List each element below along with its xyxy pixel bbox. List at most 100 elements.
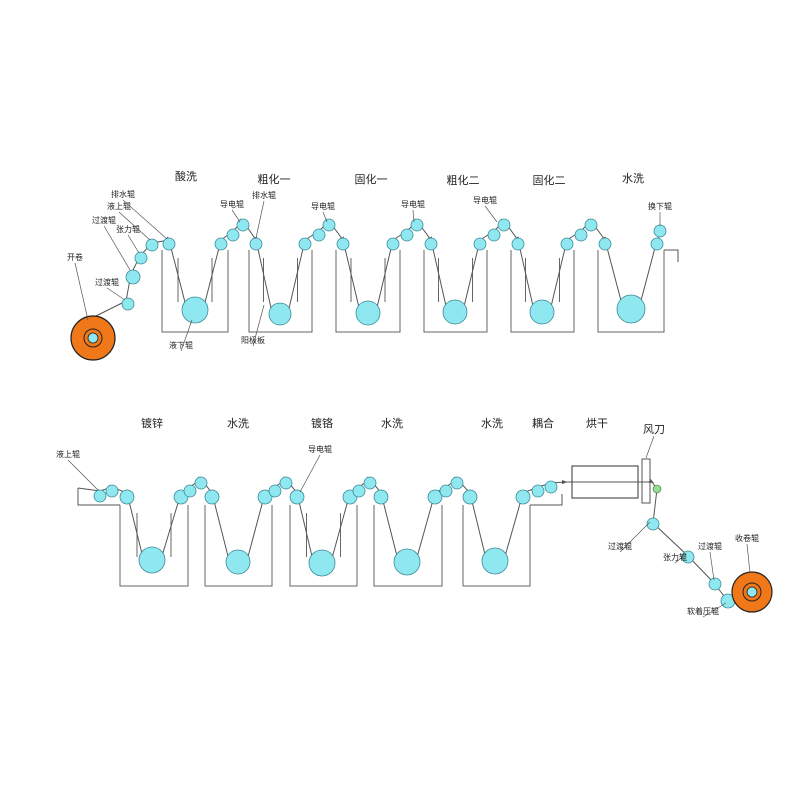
top-leader-line: [252, 304, 265, 347]
top-roller: [584, 218, 598, 232]
top-roller: [226, 228, 240, 242]
bottom-roller: [439, 484, 453, 498]
top-roller: [134, 251, 148, 265]
top-immersion-roller: [442, 299, 468, 325]
top-roller: [121, 297, 135, 311]
top-immersion-roller: [268, 302, 292, 326]
bottom-stage-label: 风刀: [643, 423, 665, 436]
bottom-process-tank: [119, 505, 189, 587]
top-roller: [487, 228, 501, 242]
bottom-roller: [194, 476, 208, 490]
top-roller: [511, 237, 525, 251]
top-immersion-roller: [355, 300, 381, 326]
bottom-roller: [119, 489, 135, 505]
top-stage-label: 酸洗: [175, 169, 197, 183]
top-roller: [574, 228, 588, 242]
top-roller: [473, 237, 487, 251]
top-roller-label: 导电辊: [311, 201, 335, 211]
bottom-roller: [427, 489, 443, 505]
bottom-roller-label: 液上辊: [56, 449, 80, 459]
bottom-leader-line: [746, 543, 751, 574]
bottom-roller: [462, 489, 478, 505]
bottom-stage-label: 耦合: [532, 416, 554, 430]
bottom-roller: [93, 489, 107, 503]
bottom-stage-label: 镀锌: [141, 416, 163, 430]
top-roller-label: 过渡辊: [92, 215, 116, 225]
bottom-immersion-roller: [308, 549, 336, 577]
top-roller: [653, 224, 667, 238]
top-roller: [145, 238, 159, 252]
bottom-roller: [268, 484, 282, 498]
bottom-immersion-roller: [481, 547, 509, 575]
bottom-roller-label: 张力辊: [663, 552, 687, 562]
bottom-leader-line: [709, 551, 715, 581]
bottom-stage-label: 烘干: [586, 416, 608, 430]
top-roller: [125, 269, 141, 285]
bottom-leader-line: [645, 435, 655, 459]
top-roller: [560, 237, 574, 251]
top-roller-label: 导电辊: [473, 195, 497, 205]
top-roller-label: 张力辊: [116, 224, 140, 234]
bottom-roller: [646, 517, 660, 531]
top-roller: [312, 228, 326, 242]
bottom-roller: [279, 476, 293, 490]
bottom-roller-label: 过渡辊: [698, 541, 722, 551]
top-leader-line: [412, 209, 415, 223]
guide-dot: [652, 484, 662, 494]
top-roller: [249, 237, 263, 251]
top-roller: [322, 218, 336, 232]
bottom-roller: [289, 489, 305, 505]
bottom-leader-line: [702, 602, 727, 618]
top-roller: [162, 237, 176, 251]
top-roller: [400, 228, 414, 242]
top-stage-label: 固化一: [355, 172, 388, 186]
top-roller-label: 导电辊: [401, 199, 425, 209]
bottom-leader-line: [299, 454, 321, 493]
top-roller-label: 换下辊: [648, 201, 672, 211]
bottom-immersion-roller: [225, 549, 251, 575]
top-stage-label: 水洗: [622, 172, 644, 185]
bottom-stage-label: 镀铬: [311, 416, 333, 430]
top-leader-line: [106, 287, 126, 301]
bottom-roller: [257, 489, 273, 505]
top-leader-line: [484, 205, 498, 223]
bottom-roller: [105, 484, 119, 498]
uncoiler-reel-hole: [87, 332, 99, 344]
top-leader-line: [103, 225, 131, 271]
recoiler-reel-hole: [746, 586, 758, 598]
top-stage-label: 粗化一: [258, 172, 291, 186]
top-roller-label: 开卷: [67, 252, 83, 262]
bottom-roller-label: 导电辊: [308, 444, 332, 454]
bottom-roller: [373, 489, 389, 505]
top-stage-label: 固化二: [533, 173, 566, 187]
top-roller: [650, 237, 664, 251]
bottom-roller: [183, 484, 197, 498]
top-immersion-roller: [616, 294, 646, 324]
bottom-roller: [515, 489, 531, 505]
bottom-roller: [450, 476, 464, 490]
top-roller: [598, 237, 612, 251]
top-roller-label: 过渡辊: [95, 277, 119, 287]
air-knife: [641, 458, 651, 504]
top-roller-label: 液上辊: [107, 201, 131, 211]
top-leader-line: [180, 319, 193, 352]
bottom-immersion-roller: [393, 548, 421, 576]
top-roller: [336, 237, 350, 251]
top-roller: [298, 237, 312, 251]
bottom-stage-label: 水洗: [381, 417, 403, 430]
top-leader-line: [322, 211, 328, 223]
top-roller-label: 导电辊: [220, 199, 244, 209]
top-roller: [386, 237, 400, 251]
top-roller-label: 排水辊: [111, 189, 135, 199]
top-roller: [424, 237, 438, 251]
top-roller: [214, 237, 228, 251]
top-stand-line: [664, 249, 679, 262]
bottom-leader-line: [619, 521, 651, 553]
drying-oven: [571, 465, 639, 499]
top-leader-line: [118, 211, 151, 241]
bottom-roller: [531, 484, 545, 498]
top-roller-label: 液下辊: [169, 340, 193, 350]
top-immersion-roller: [181, 296, 209, 324]
bottom-roller-label: 收卷辊: [735, 533, 759, 543]
